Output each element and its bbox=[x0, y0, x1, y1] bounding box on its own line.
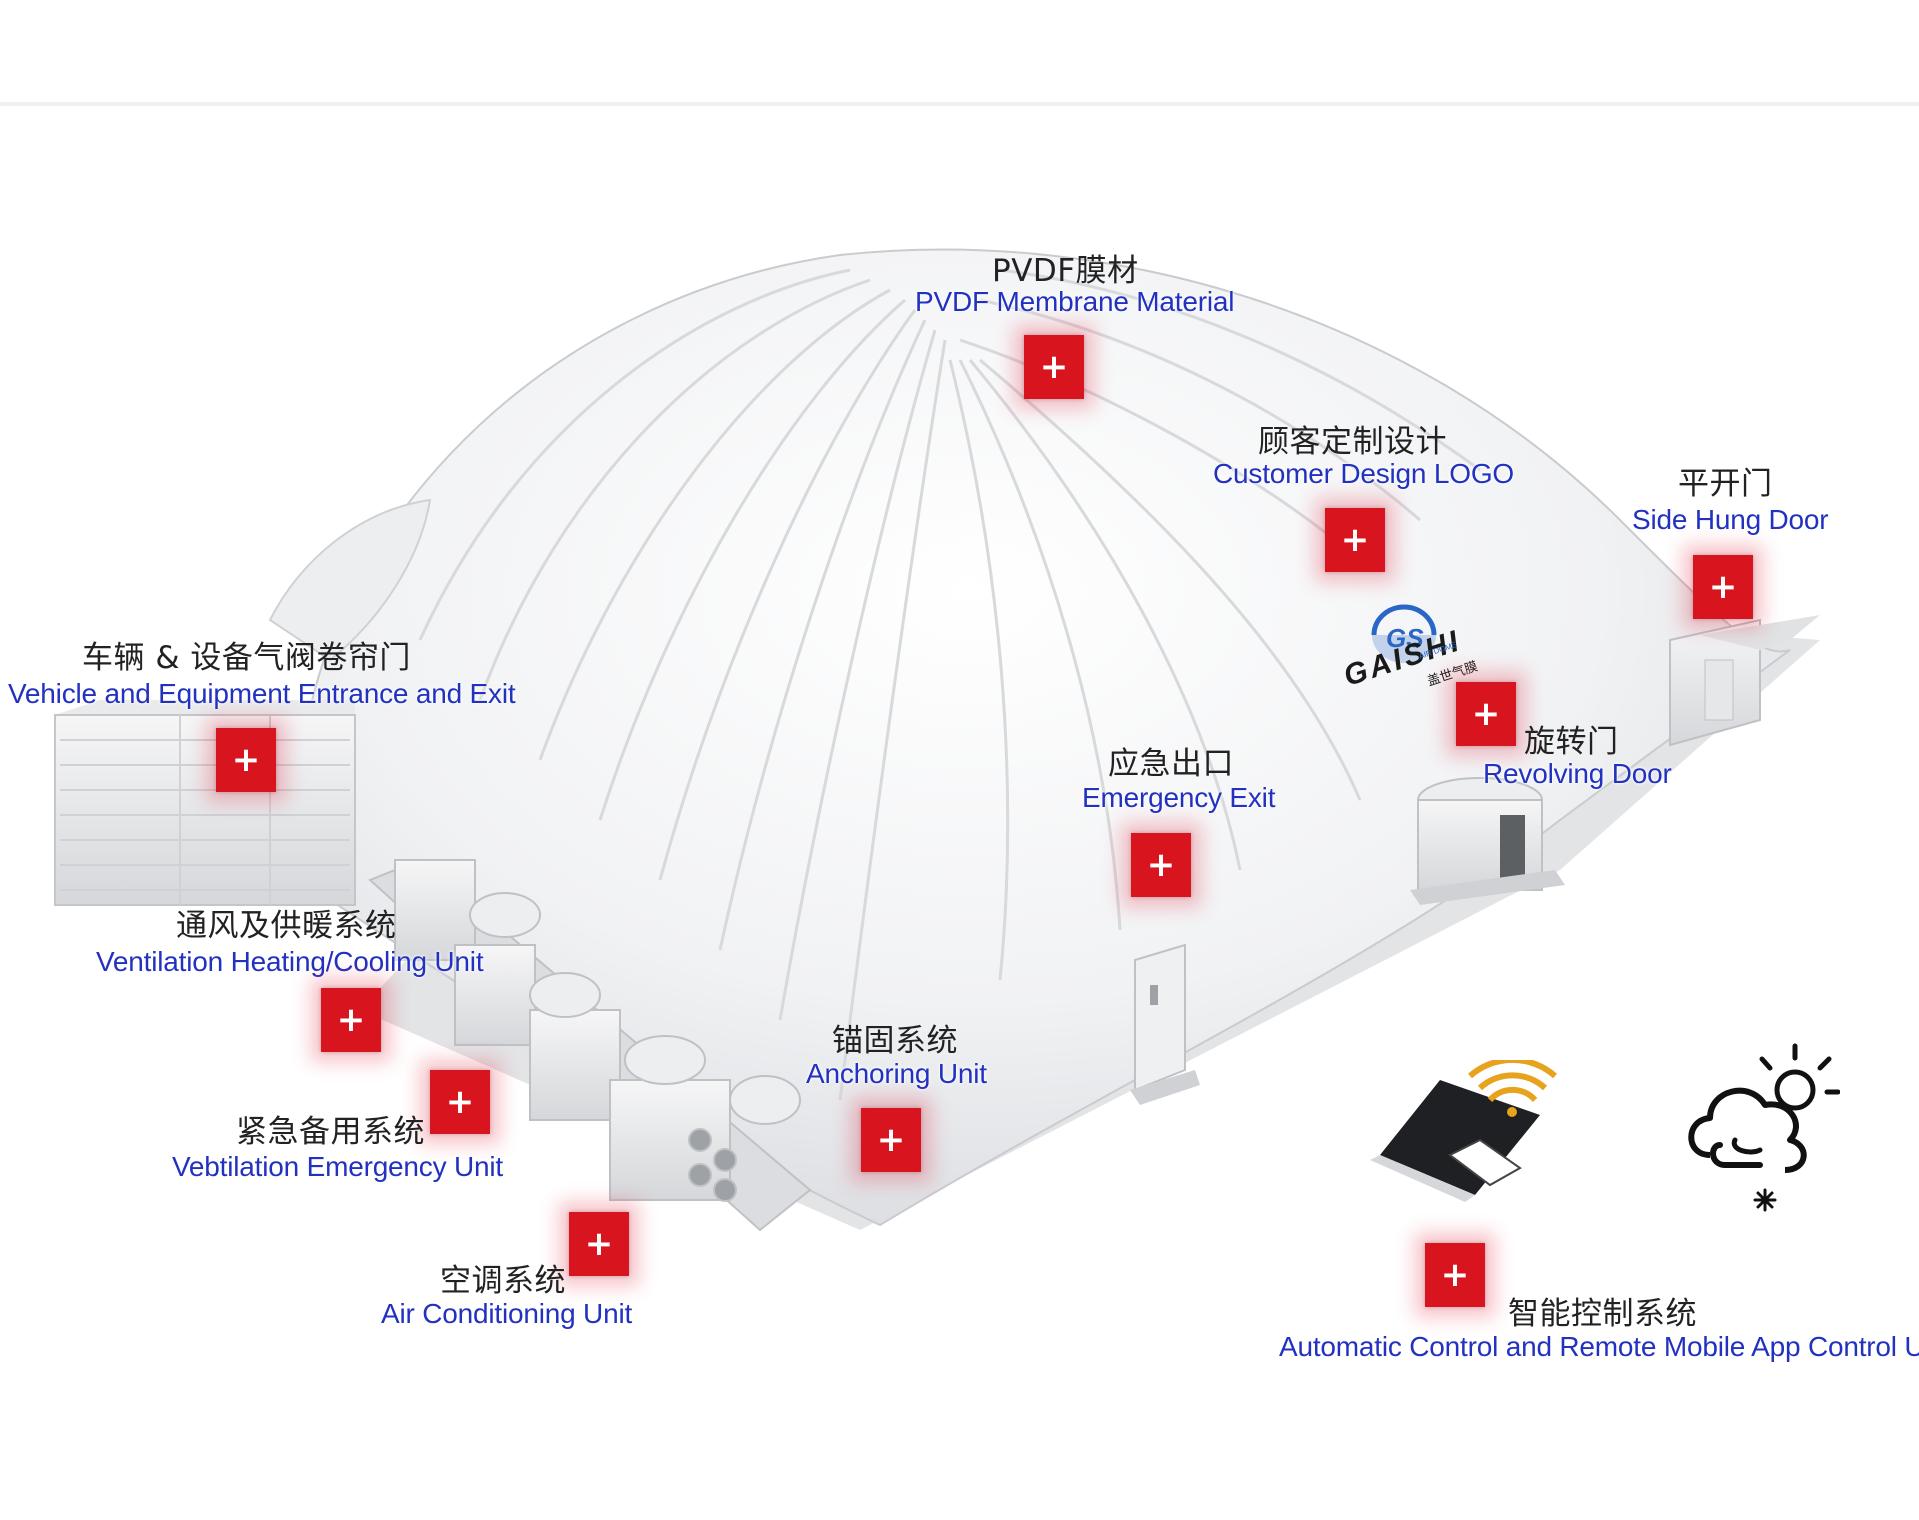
pvdf-en-label: PVDF Membrane Material bbox=[915, 286, 1235, 317]
top-divider bbox=[0, 102, 1919, 106]
side-door-structure bbox=[1669, 615, 1820, 747]
pvdf-hotspot-button[interactable]: + bbox=[1024, 335, 1084, 399]
plus-icon: + bbox=[584, 1224, 614, 1264]
anchoring-en-label: Anchoring Unit bbox=[806, 1058, 987, 1089]
side-door-hotspot-button[interactable]: + bbox=[1693, 555, 1753, 619]
logo-monogram: GS bbox=[1386, 623, 1424, 653]
emergency-exit-cn-label: 应急出口 bbox=[1108, 746, 1234, 782]
plus-icon: + bbox=[1039, 347, 1069, 387]
revolving-en-label: Revolving Door bbox=[1483, 758, 1672, 789]
control-en-label: Automatic Control and Remote Mobile App … bbox=[1279, 1331, 1919, 1362]
hvac-units bbox=[368, 858, 812, 1232]
air-conditioning-en-label: Air Conditioning Unit bbox=[381, 1298, 633, 1329]
plus-icon: + bbox=[1340, 520, 1370, 560]
air-conditioning-hotspot-button[interactable]: + bbox=[569, 1212, 629, 1276]
plus-icon: + bbox=[876, 1120, 906, 1160]
revolving-door-structure bbox=[1410, 777, 1565, 905]
emergency-unit-hotspot-button[interactable]: + bbox=[430, 1070, 490, 1134]
plus-icon: + bbox=[1471, 694, 1501, 734]
anchoring-cn-label: 锚固系统 bbox=[832, 1023, 958, 1059]
logo-design-en-label: Customer Design LOGO bbox=[1213, 458, 1514, 489]
ventilation-cn-label: 通风及供暖系统 bbox=[176, 908, 397, 944]
vehicle-door-structure bbox=[54, 700, 356, 906]
revolving-hotspot-button[interactable]: + bbox=[1456, 682, 1516, 746]
weather-cloud-sun-snow-icon bbox=[1688, 1043, 1840, 1212]
ventilation-en-label: Ventilation Heating/Cooling Unit bbox=[96, 946, 484, 977]
plus-icon: + bbox=[1440, 1255, 1470, 1295]
emergency-unit-cn-label: 紧急备用系统 bbox=[236, 1114, 425, 1150]
plus-icon: + bbox=[336, 1000, 366, 1040]
plus-icon: + bbox=[1146, 845, 1176, 885]
logo-design-hotspot-button[interactable]: + bbox=[1325, 508, 1385, 572]
pvdf-cn-label: PVDF膜材 bbox=[992, 253, 1139, 289]
revolving-cn-label: 旋转门 bbox=[1524, 724, 1619, 760]
vehicle-en-label: Vehicle and Equipment Entrance and Exit bbox=[8, 678, 516, 709]
logo-design-cn-label: 顾客定制设计 bbox=[1258, 424, 1447, 460]
plus-icon: + bbox=[445, 1082, 475, 1122]
control-hotspot-button[interactable]: + bbox=[1425, 1243, 1485, 1307]
ventilation-hotspot-button[interactable]: + bbox=[321, 988, 381, 1052]
tablet-phone-wifi-icon bbox=[1370, 1060, 1557, 1202]
plus-icon: + bbox=[231, 740, 261, 780]
gaishi-logo-mark: GS bbox=[1371, 604, 1437, 663]
side-door-cn-label: 平开门 bbox=[1678, 466, 1773, 502]
vehicle-hotspot-button[interactable]: + bbox=[216, 728, 276, 792]
vehicle-cn-label: 车辆 & 设备气阀卷帘门 bbox=[82, 640, 411, 676]
side-door-en-label: Side Hung Door bbox=[1632, 504, 1829, 535]
air-conditioning-cn-label: 空调系统 bbox=[440, 1263, 566, 1299]
control-cn-label: 智能控制系统 bbox=[1508, 1296, 1697, 1332]
entrance-bump bbox=[268, 498, 432, 662]
anchoring-hotspot-button[interactable]: + bbox=[861, 1108, 921, 1172]
dome-ribs bbox=[418, 268, 1481, 1101]
emergency-exit-hotspot-button[interactable]: + bbox=[1131, 833, 1191, 897]
emergency-unit-en-label: Vebtilation Emergency Unit bbox=[172, 1151, 503, 1182]
plus-icon: + bbox=[1708, 567, 1738, 607]
emergency-exit-door bbox=[1130, 943, 1200, 1105]
emergency-exit-en-label: Emergency Exit bbox=[1082, 782, 1276, 813]
